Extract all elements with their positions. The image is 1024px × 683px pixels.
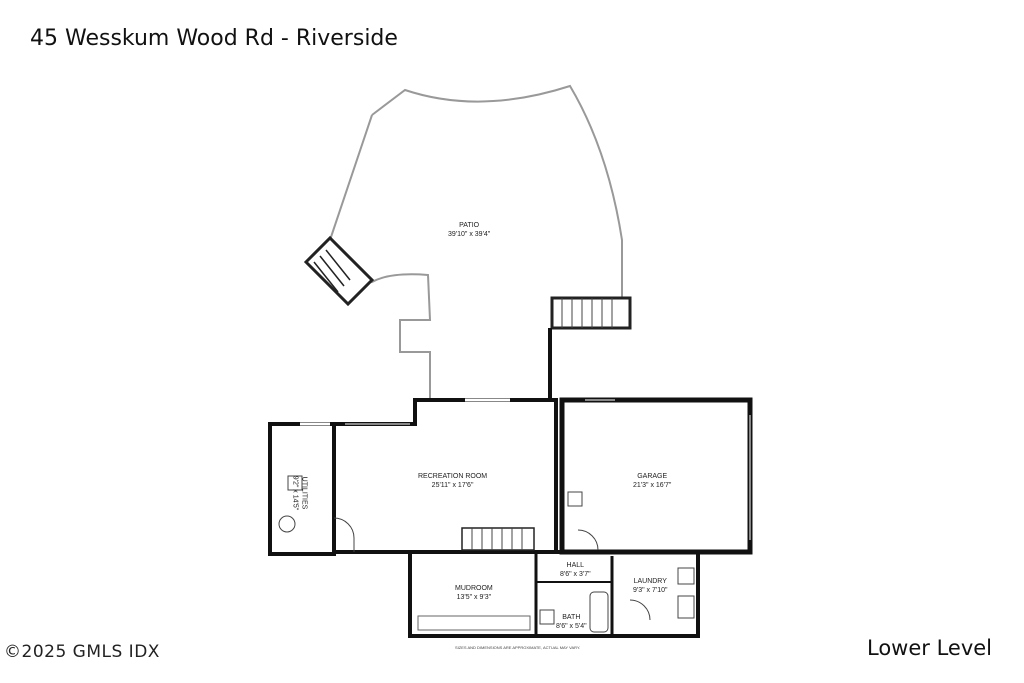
dimensions-disclaimer: SIZES AND DIMENSIONS ARE APPROXIMATE, AC… — [455, 645, 581, 650]
laundry-dims: 9'3" x 7'10" — [633, 587, 668, 594]
recreation-room — [332, 398, 558, 554]
hall-label: HALL 8'6" x 3'7" — [560, 561, 591, 579]
patio-name: PATIO — [459, 222, 480, 229]
bathtub-icon — [589, 591, 609, 633]
bath-label: BATH 8'6" x 5'4" — [556, 613, 587, 631]
laundry-door — [629, 599, 651, 621]
patio-dims: 39'10" x 39'4" — [448, 231, 491, 238]
utilities-name: UTILITIES — [300, 476, 308, 510]
mudroom-name: MUDROOM — [455, 585, 493, 592]
bath-dims: 8'6" x 5'4" — [556, 623, 587, 630]
garage-name: GARAGE — [637, 473, 668, 480]
dryer-icon — [677, 595, 695, 619]
garage-dims: 21'3" x 16'7" — [633, 482, 672, 489]
recreation-room-label: RECREATION ROOM 25'11" x 17'6" — [418, 472, 487, 490]
bath-name: BATH — [562, 614, 581, 621]
sink-icon — [539, 609, 555, 625]
copyright-text: ©2025 GMLS IDX — [4, 642, 160, 662]
hall-name: HALL — [566, 562, 585, 569]
mudroom-dims: 13'5" x 9'3" — [456, 594, 492, 601]
fireplace-icon — [303, 235, 375, 307]
utilities-dims: 9'2" x 14'5" — [291, 475, 299, 511]
patio-stairs — [548, 296, 632, 400]
patio-label: PATIO 39'10" x 39'4" — [448, 221, 490, 239]
hall-door — [577, 529, 599, 551]
mudroom-bench — [417, 615, 531, 631]
patio-outline — [328, 84, 623, 398]
lower-block — [408, 550, 700, 638]
mudroom-label: MUDROOM 13'5" x 9'3" — [455, 584, 493, 602]
laundry-name: LAUNDRY — [633, 578, 667, 585]
utilities-fixture — [287, 475, 303, 491]
recreation-room-name: RECREATION ROOM — [418, 473, 488, 480]
floor-level-label: Lower Level — [866, 636, 992, 660]
garage-fixture — [567, 491, 583, 507]
garage-label: GARAGE 21'3" x 16'7" — [633, 472, 671, 490]
utilities-door — [333, 517, 355, 552]
recreation-room-dims: 25'11" x 17'6" — [431, 482, 474, 489]
laundry-label: LAUNDRY 9'3" x 7'10" — [633, 577, 668, 595]
water-heater-icon — [278, 515, 296, 533]
property-address: 45 Wesskum Wood Rd - Riverside — [30, 26, 398, 51]
utilities-label: UTILITIES 9'2" x 14'5" — [290, 476, 308, 511]
interior-stairs — [461, 527, 535, 551]
washer-icon — [677, 567, 695, 585]
hall-dims: 8'6" x 3'7" — [560, 571, 591, 578]
